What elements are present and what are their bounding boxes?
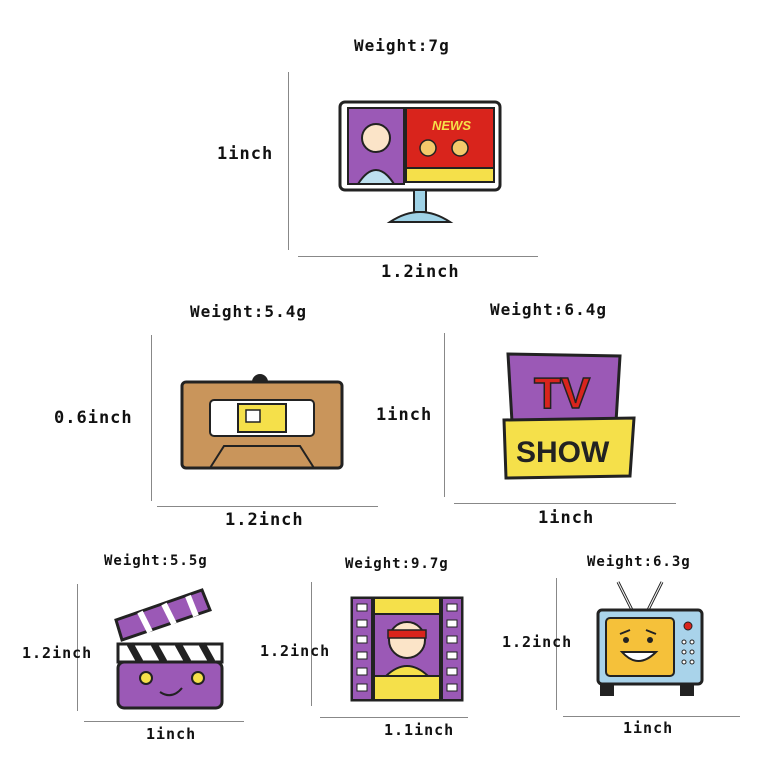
width-line: [157, 506, 378, 507]
height-line: [311, 582, 312, 706]
height-label-retro-tv: 1.2inch: [502, 633, 573, 651]
cassette-pin: [180, 374, 344, 470]
news-text: NEWS: [432, 118, 471, 133]
height-line: [444, 333, 445, 497]
width-label-retro-tv: 1inch: [623, 719, 674, 737]
retro-tv-pin: [596, 581, 704, 696]
width-label-cassette: 1.2inch: [225, 510, 304, 530]
width-line: [563, 716, 740, 717]
height-line: [151, 335, 152, 501]
width-line: [454, 503, 676, 504]
tv-show-pin: TV SHOW: [502, 352, 636, 480]
height-label-clapperboard: 1.2inch: [22, 644, 93, 662]
show-text: SHOW: [516, 436, 610, 469]
width-line: [298, 256, 538, 257]
clapperboard-pin: [114, 588, 224, 710]
weight-label-news-tv: Weight:7g: [354, 36, 450, 55]
height-label-news-tv: 1inch: [217, 144, 274, 164]
width-line: [84, 721, 244, 722]
height-line: [288, 72, 289, 250]
width-line: [320, 717, 468, 718]
height-line: [77, 584, 78, 711]
height-label-film-strip: 1.2inch: [260, 642, 331, 660]
width-label-film-strip: 1.1inch: [384, 721, 455, 739]
height-label-cassette: 0.6inch: [54, 408, 133, 428]
tv-text: TV: [534, 369, 591, 418]
news-tv-pin: NEWS: [338, 100, 502, 223]
weight-label-film-strip: Weight:9.7g: [345, 556, 449, 572]
height-line: [556, 578, 557, 710]
weight-label-tv-show: Weight:6.4g: [490, 300, 607, 319]
weight-label-cassette: Weight:5.4g: [190, 302, 307, 321]
weight-label-retro-tv: Weight:6.3g: [587, 554, 691, 570]
width-label-news-tv: 1.2inch: [381, 262, 460, 282]
film-strip-pin: [350, 596, 464, 702]
weight-label-clapperboard: Weight:5.5g: [104, 553, 208, 569]
width-label-tv-show: 1inch: [538, 508, 595, 528]
height-label-tv-show: 1inch: [376, 405, 433, 425]
width-label-clapperboard: 1inch: [146, 725, 197, 743]
